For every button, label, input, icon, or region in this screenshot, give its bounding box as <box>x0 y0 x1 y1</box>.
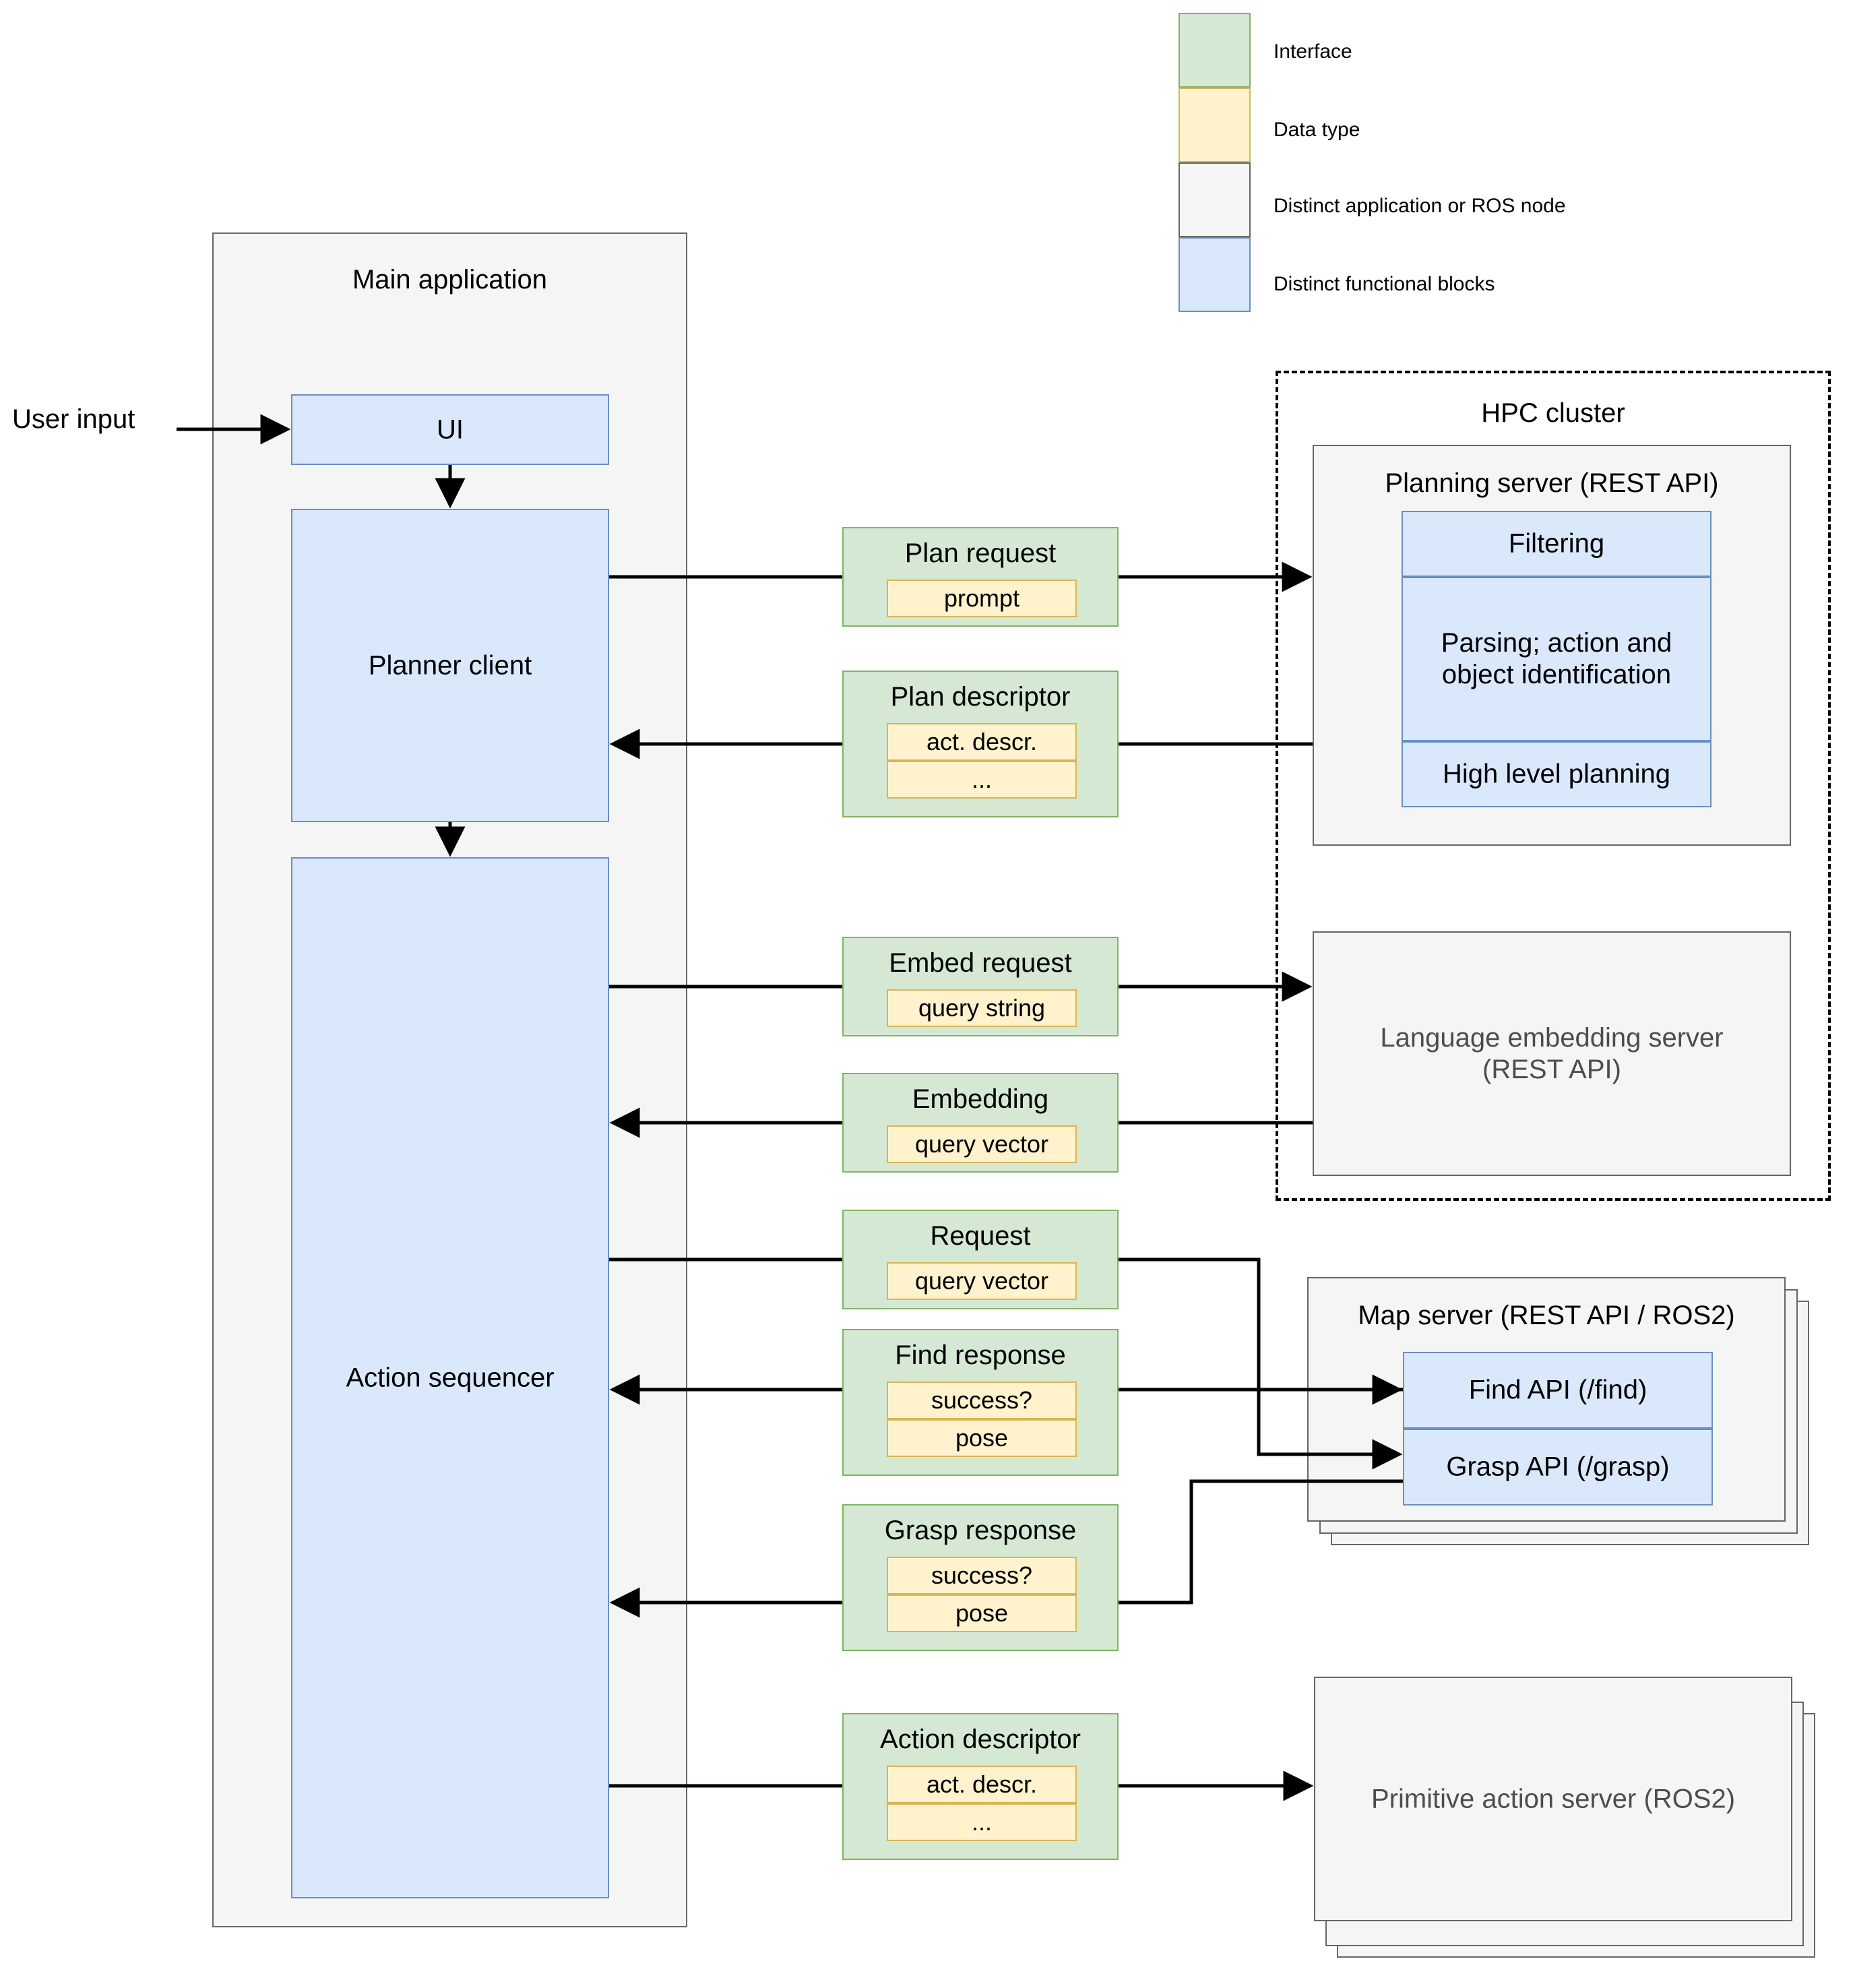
legend-label-data-type: Data type <box>1274 119 1360 141</box>
high-level-planning-label: High level planning <box>1442 759 1670 789</box>
ui-block-label: UI <box>437 414 464 444</box>
hpc-cluster-container: HPC cluster <box>1276 371 1831 1201</box>
interface-grasp-response: Grasp response success? pose <box>842 1504 1119 1651</box>
field-find-success: success? <box>887 1381 1077 1419</box>
field-query-string-label: query string <box>918 993 1046 1022</box>
filtering-block[interactable]: Filtering <box>1402 511 1711 577</box>
filtering-label: Filtering <box>1508 528 1605 559</box>
interface-action-descriptor-title: Action descriptor <box>880 1725 1081 1754</box>
interface-grasp-response-title: Grasp response <box>884 1516 1077 1545</box>
map-server-title: Map server (REST API / ROS2) <box>1358 1301 1735 1330</box>
legend-swatch-data-type <box>1179 88 1251 162</box>
field-action-act-descr-label: act. descr. <box>926 1770 1038 1798</box>
interface-plan-request-title: Plan request <box>904 538 1057 568</box>
planner-client-block[interactable]: Planner client <box>291 509 609 822</box>
field-query-string: query string <box>887 989 1077 1027</box>
interface-action-descriptor: Action descriptor act. descr. ... <box>842 1713 1119 1860</box>
legend-swatch-functional <box>1179 237 1251 312</box>
field-embedding-query-vector-label: query vector <box>914 1129 1049 1158</box>
field-grasp-pose: pose <box>887 1594 1077 1632</box>
legend-swatch-interface <box>1179 13 1251 88</box>
field-action-ellipsis: ... <box>887 1803 1077 1841</box>
legend-label-application: Distinct application or ROS node <box>1274 195 1566 217</box>
parsing-label: Parsing; action and object identificatio… <box>1441 627 1672 689</box>
field-request-query-vector: query vector <box>887 1262 1077 1300</box>
planner-client-label: Planner client <box>368 650 532 680</box>
field-action-act-descr: act. descr. <box>887 1766 1077 1803</box>
interface-plan-descriptor-title: Plan descriptor <box>890 682 1071 712</box>
field-ellipsis-label: ... <box>971 765 992 793</box>
grasp-api-label: Grasp API (/grasp) <box>1446 1452 1670 1482</box>
primitive-action-server-title: Primitive action server (ROS2) <box>1371 1783 1736 1813</box>
interface-plan-request: Plan request prompt <box>842 527 1119 627</box>
field-prompt: prompt <box>887 580 1077 617</box>
field-act-descr: act. descr. <box>887 723 1077 761</box>
planning-server-title: Planning server (REST API) <box>1385 468 1719 498</box>
interface-embed-request: Embed request query string <box>842 937 1119 1036</box>
field-act-descr-label: act. descr. <box>926 727 1038 755</box>
parsing-block[interactable]: Parsing; action and object identificatio… <box>1402 577 1711 741</box>
hpc-cluster-title: HPC cluster <box>1481 398 1625 428</box>
find-api-label: Find API (/find) <box>1468 1375 1647 1405</box>
field-grasp-pose-label: pose <box>955 1598 1009 1627</box>
field-find-pose: pose <box>887 1419 1077 1457</box>
interface-embedding-title: Embedding <box>912 1084 1049 1114</box>
field-action-ellipsis-label: ... <box>971 1807 992 1836</box>
legend-label-functional: Distinct functional blocks <box>1274 273 1495 295</box>
user-input-label: User input <box>12 404 135 434</box>
legend-swatch-application <box>1179 162 1251 237</box>
language-embedding-server-title: Language embedding server (REST API) <box>1380 1022 1724 1084</box>
legend-label-interface: Interface <box>1274 40 1352 63</box>
interface-embedding: Embedding query vector <box>842 1073 1119 1173</box>
interface-embed-request-title: Embed request <box>889 948 1072 978</box>
field-find-success-label: success? <box>931 1386 1033 1414</box>
field-prompt-label: prompt <box>943 584 1020 612</box>
ui-block[interactable]: UI <box>291 394 609 465</box>
grasp-api-block[interactable]: Grasp API (/grasp) <box>1403 1429 1713 1505</box>
field-ellipsis: ... <box>887 761 1077 799</box>
high-level-planning-block[interactable]: High level planning <box>1402 741 1711 807</box>
find-api-block[interactable]: Find API (/find) <box>1403 1352 1713 1429</box>
main-application-title: Main application <box>352 265 548 294</box>
action-sequencer-label: Action sequencer <box>346 1362 555 1392</box>
field-grasp-success-label: success? <box>931 1561 1033 1589</box>
field-grasp-success: success? <box>887 1557 1077 1594</box>
interface-find-response-title: Find response <box>895 1340 1066 1370</box>
interface-plan-descriptor: Plan descriptor act. descr. ... <box>842 671 1119 817</box>
field-request-query-vector-label: query vector <box>914 1266 1049 1295</box>
field-find-pose-label: pose <box>955 1423 1009 1452</box>
language-embedding-server: Language embedding server (REST API) <box>1313 931 1791 1176</box>
primitive-action-server-container: Primitive action server (ROS2) <box>1314 1677 1792 1921</box>
action-sequencer-block[interactable]: Action sequencer <box>291 857 609 1898</box>
interface-request-title: Request <box>930 1221 1031 1251</box>
interface-find-response: Find response success? pose <box>842 1329 1119 1476</box>
interface-request: Request query vector <box>842 1210 1119 1309</box>
field-embedding-query-vector: query vector <box>887 1125 1077 1163</box>
